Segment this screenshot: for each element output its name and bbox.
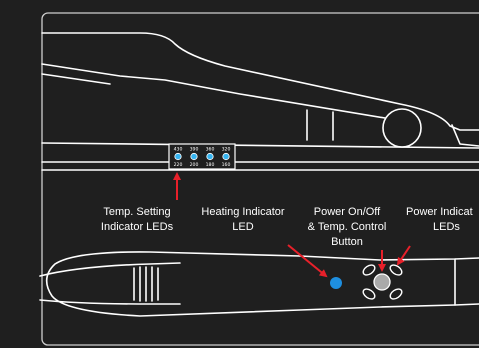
temp-value-top: 320 — [222, 147, 231, 153]
heating-indicator-led — [330, 277, 342, 289]
lower-arm-inner-top — [39, 262, 181, 277]
lower-arm-inner-bottom — [39, 299, 181, 305]
rear-cap — [451, 124, 479, 147]
temp-value-bottom: 200 — [190, 162, 199, 168]
led-icon — [174, 152, 182, 161]
temp-value-top: 390 — [190, 147, 199, 153]
upper-plate-line-2 — [41, 73, 111, 85]
temp-setting-label: Temp. Setting Indicator LEDs — [100, 206, 174, 233]
panel-border — [41, 12, 479, 346]
led-icon — [222, 152, 230, 161]
heating-indicator-label: Heating Indicator LED — [201, 206, 285, 233]
lower-arm-outline — [45, 251, 479, 317]
temp-value-top: 430 — [174, 147, 183, 153]
power-indicator-leds — [362, 264, 403, 300]
power-temp-button[interactable] — [373, 273, 391, 291]
led-icon — [206, 152, 214, 161]
temp-value-bottom: 160 — [222, 162, 231, 168]
power-button-label: Power On/Off & Temp. Control Button — [307, 206, 387, 248]
temp-indicator-panel: 430 220 390 200 360 180 320 160 — [168, 143, 236, 170]
led-icon — [190, 152, 198, 161]
upper-plate-line — [41, 63, 386, 119]
grip-ridges — [133, 266, 159, 302]
arrow-icon — [396, 245, 411, 266]
arrow-icon — [287, 244, 328, 278]
temp-value-bottom: 220 — [174, 162, 183, 168]
temp-value-top: 360 — [206, 147, 215, 153]
power-indicator-label: Power Indicat LEDs — [406, 206, 473, 233]
hinge-circle — [382, 108, 422, 148]
upper-arm-outline — [41, 32, 479, 131]
temp-value-bottom: 180 — [206, 162, 215, 168]
